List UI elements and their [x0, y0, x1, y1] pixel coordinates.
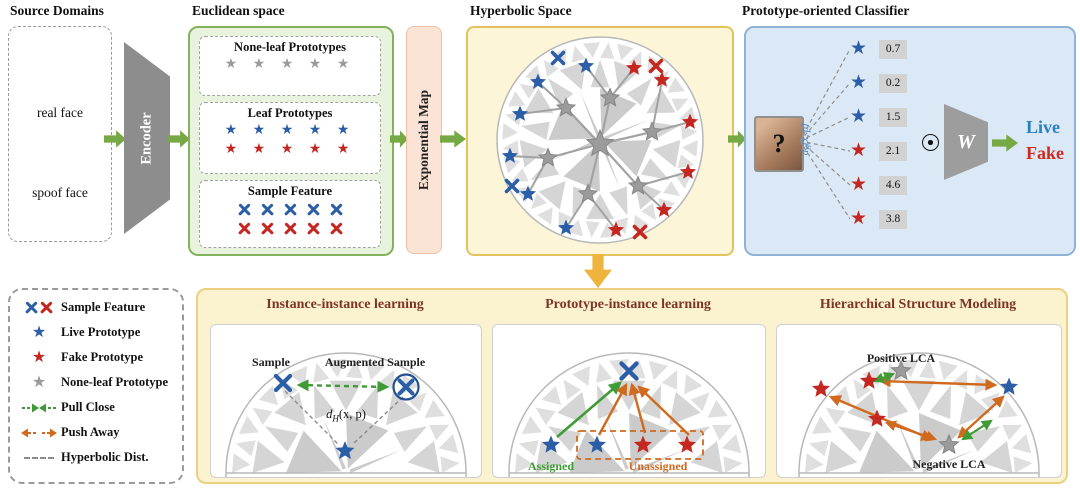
push-away-icon [17, 427, 61, 439]
hyperbolic-dist-icon [17, 456, 61, 459]
live-label: Live [1026, 117, 1060, 137]
negative-lca-label: Negative LCA [912, 457, 986, 471]
augmented-sample-label: Augmented Sample [324, 355, 426, 369]
fake-sample-crosses [200, 222, 380, 237]
classifier-box: ? dH(x, p) ★ 0.7 ★ 0.2 ★ 1.5 ★ 2.1 ★ 4.6 ★ 3.8… [744, 26, 1076, 256]
distance-value: 4.6 [879, 175, 908, 195]
live-prototype-icon: ★ [31, 323, 47, 341]
query-face-image: ? [754, 116, 804, 172]
fake-prototype-icon: ★ [31, 348, 47, 366]
encoder-label: Encoder [138, 111, 155, 165]
unassigned-label: Unassigned [628, 459, 688, 473]
none-leaf-prototype-stars: ★ ★ ★ ★ ★ [224, 57, 356, 72]
distance-value: 3.8 [879, 209, 908, 229]
prototype-learning-panel: Assigned Unassigned [492, 324, 766, 478]
classifier-row: ★ 0.7 [850, 38, 908, 60]
encoder-block: Encoder [124, 42, 170, 234]
leaf-prototypes-label: Leaf Prototypes [247, 106, 333, 120]
sample-feature-icon [17, 301, 61, 314]
pull-close-icon [17, 402, 61, 414]
legend-item-pull-close: Pull Close [10, 395, 182, 420]
hierarchy-modeling-diagram [798, 352, 1040, 477]
fake-prototype-star-icon: ★ [850, 174, 868, 195]
fake-prototype-star-icon: ★ [850, 140, 868, 161]
instance-learning-title: Instance-instance learning [266, 297, 424, 312]
dot-icon [928, 140, 933, 145]
weight-label: W [957, 130, 975, 153]
source-domains-title: Source Domains [10, 3, 104, 18]
leaf-prototypes-box: Leaf Prototypes ★ ★ ★ ★ ★ ★ ★ ★ ★ ★ [199, 102, 381, 174]
euclidean-space-title: Euclidean space [192, 3, 285, 18]
prototype-learning-title: Prototype-instance learning [545, 297, 711, 312]
classifier-row: ★ 2.1 [850, 140, 908, 162]
legend-item-none-leaf-prototype: ★ None-leaf Prototype [10, 370, 182, 395]
distance-value: 2.1 [879, 141, 908, 161]
elementwise-product-icon [922, 134, 939, 151]
distance-value: 1.5 [879, 107, 908, 127]
live-prototype-stars: ★ ★ ★ ★ ★ [224, 123, 356, 138]
exponential-map-label: Exponential Map [416, 89, 431, 191]
legend-item-hyperbolic-dist: Hyperbolic Dist. [10, 445, 182, 470]
sample-feature-label: Sample Feature [247, 184, 333, 198]
live-prototype-star-icon: ★ [850, 106, 868, 127]
hyperbolic-distance-lines [800, 48, 850, 220]
classifier-row: ★ 0.2 [850, 72, 908, 94]
flow-arrow-icon [440, 130, 466, 148]
learning-objectives-box: Instance-instance learning Prototype-ins… [196, 288, 1068, 484]
source-domains-box: real face spoof face [8, 26, 112, 242]
legend-item-fake-prototype: ★ Fake Prototype [10, 345, 182, 370]
real-face-label: real face [36, 105, 84, 120]
flow-arrow-icon [168, 130, 190, 148]
assigned-label: Assigned [527, 459, 574, 473]
legend-box: Sample Feature ★ Live Prototype ★ Fake P… [8, 288, 184, 484]
hierarchy-modeling-panel: Positive LCA Negative LCA [776, 324, 1062, 478]
spoof-face-label: spoof face [32, 185, 88, 200]
none-leaf-prototype-icon: ★ [31, 373, 47, 391]
classifier-title: Prototype-oriented Classifier [742, 3, 910, 18]
prediction-labels: Live Fake [1026, 114, 1064, 166]
distance-value: 0.7 [879, 39, 908, 59]
sample-feature-box: Sample Feature [199, 180, 381, 248]
hyperbolic-space-title: Hyperbolic Space [470, 3, 572, 18]
none-leaf-prototypes-label: None-leaf Prototypes [234, 40, 346, 54]
distance-math-label: dH(x, p) [326, 407, 366, 424]
query-mark: ? [772, 129, 786, 158]
fake-prototype-star-icon: ★ [850, 208, 868, 229]
fake-prototype-stars: ★ ★ ★ ★ ★ [224, 142, 356, 157]
exponential-map-block: Exponential Map [406, 26, 442, 254]
legend-item-sample-feature: Sample Feature [10, 295, 182, 320]
distance-value: 0.2 [879, 73, 908, 93]
none-leaf-prototypes-box: None-leaf Prototypes ★ ★ ★ ★ ★ [199, 36, 381, 96]
hierarchy-modeling-title: Hierarchical Structure Modeling [819, 297, 1017, 312]
fake-label: Fake [1026, 143, 1064, 163]
euclidean-space-box: None-leaf Prototypes ★ ★ ★ ★ ★ Leaf Prot… [188, 26, 394, 256]
classifier-row: ★ 1.5 [850, 106, 908, 128]
prototype-learning-diagram [508, 352, 750, 477]
instance-learning-panel: Sample Augmented Sample dH(x, p) [210, 324, 482, 478]
hyperbolic-space-box [466, 26, 734, 256]
classifier-row: ★ 4.6 [850, 174, 908, 196]
live-prototype-star-icon: ★ [850, 72, 868, 93]
positive-lca-label: Positive LCA [866, 351, 936, 365]
live-sample-crosses [200, 203, 380, 218]
legend-item-live-prototype: ★ Live Prototype [10, 320, 182, 345]
sample-label: Sample [251, 355, 290, 369]
flow-arrow-icon [992, 134, 1018, 152]
down-arrow-icon [584, 254, 612, 288]
weight-matrix-block: W [944, 104, 988, 180]
distance-math-label: dH(x, p) [800, 123, 814, 155]
live-prototype-star-icon: ★ [850, 38, 868, 59]
poincare-disk [496, 36, 704, 244]
instance-learning-diagram [225, 352, 467, 477]
classifier-row: ★ 3.8 [850, 208, 908, 230]
legend-item-push-away: Push Away [10, 420, 182, 445]
